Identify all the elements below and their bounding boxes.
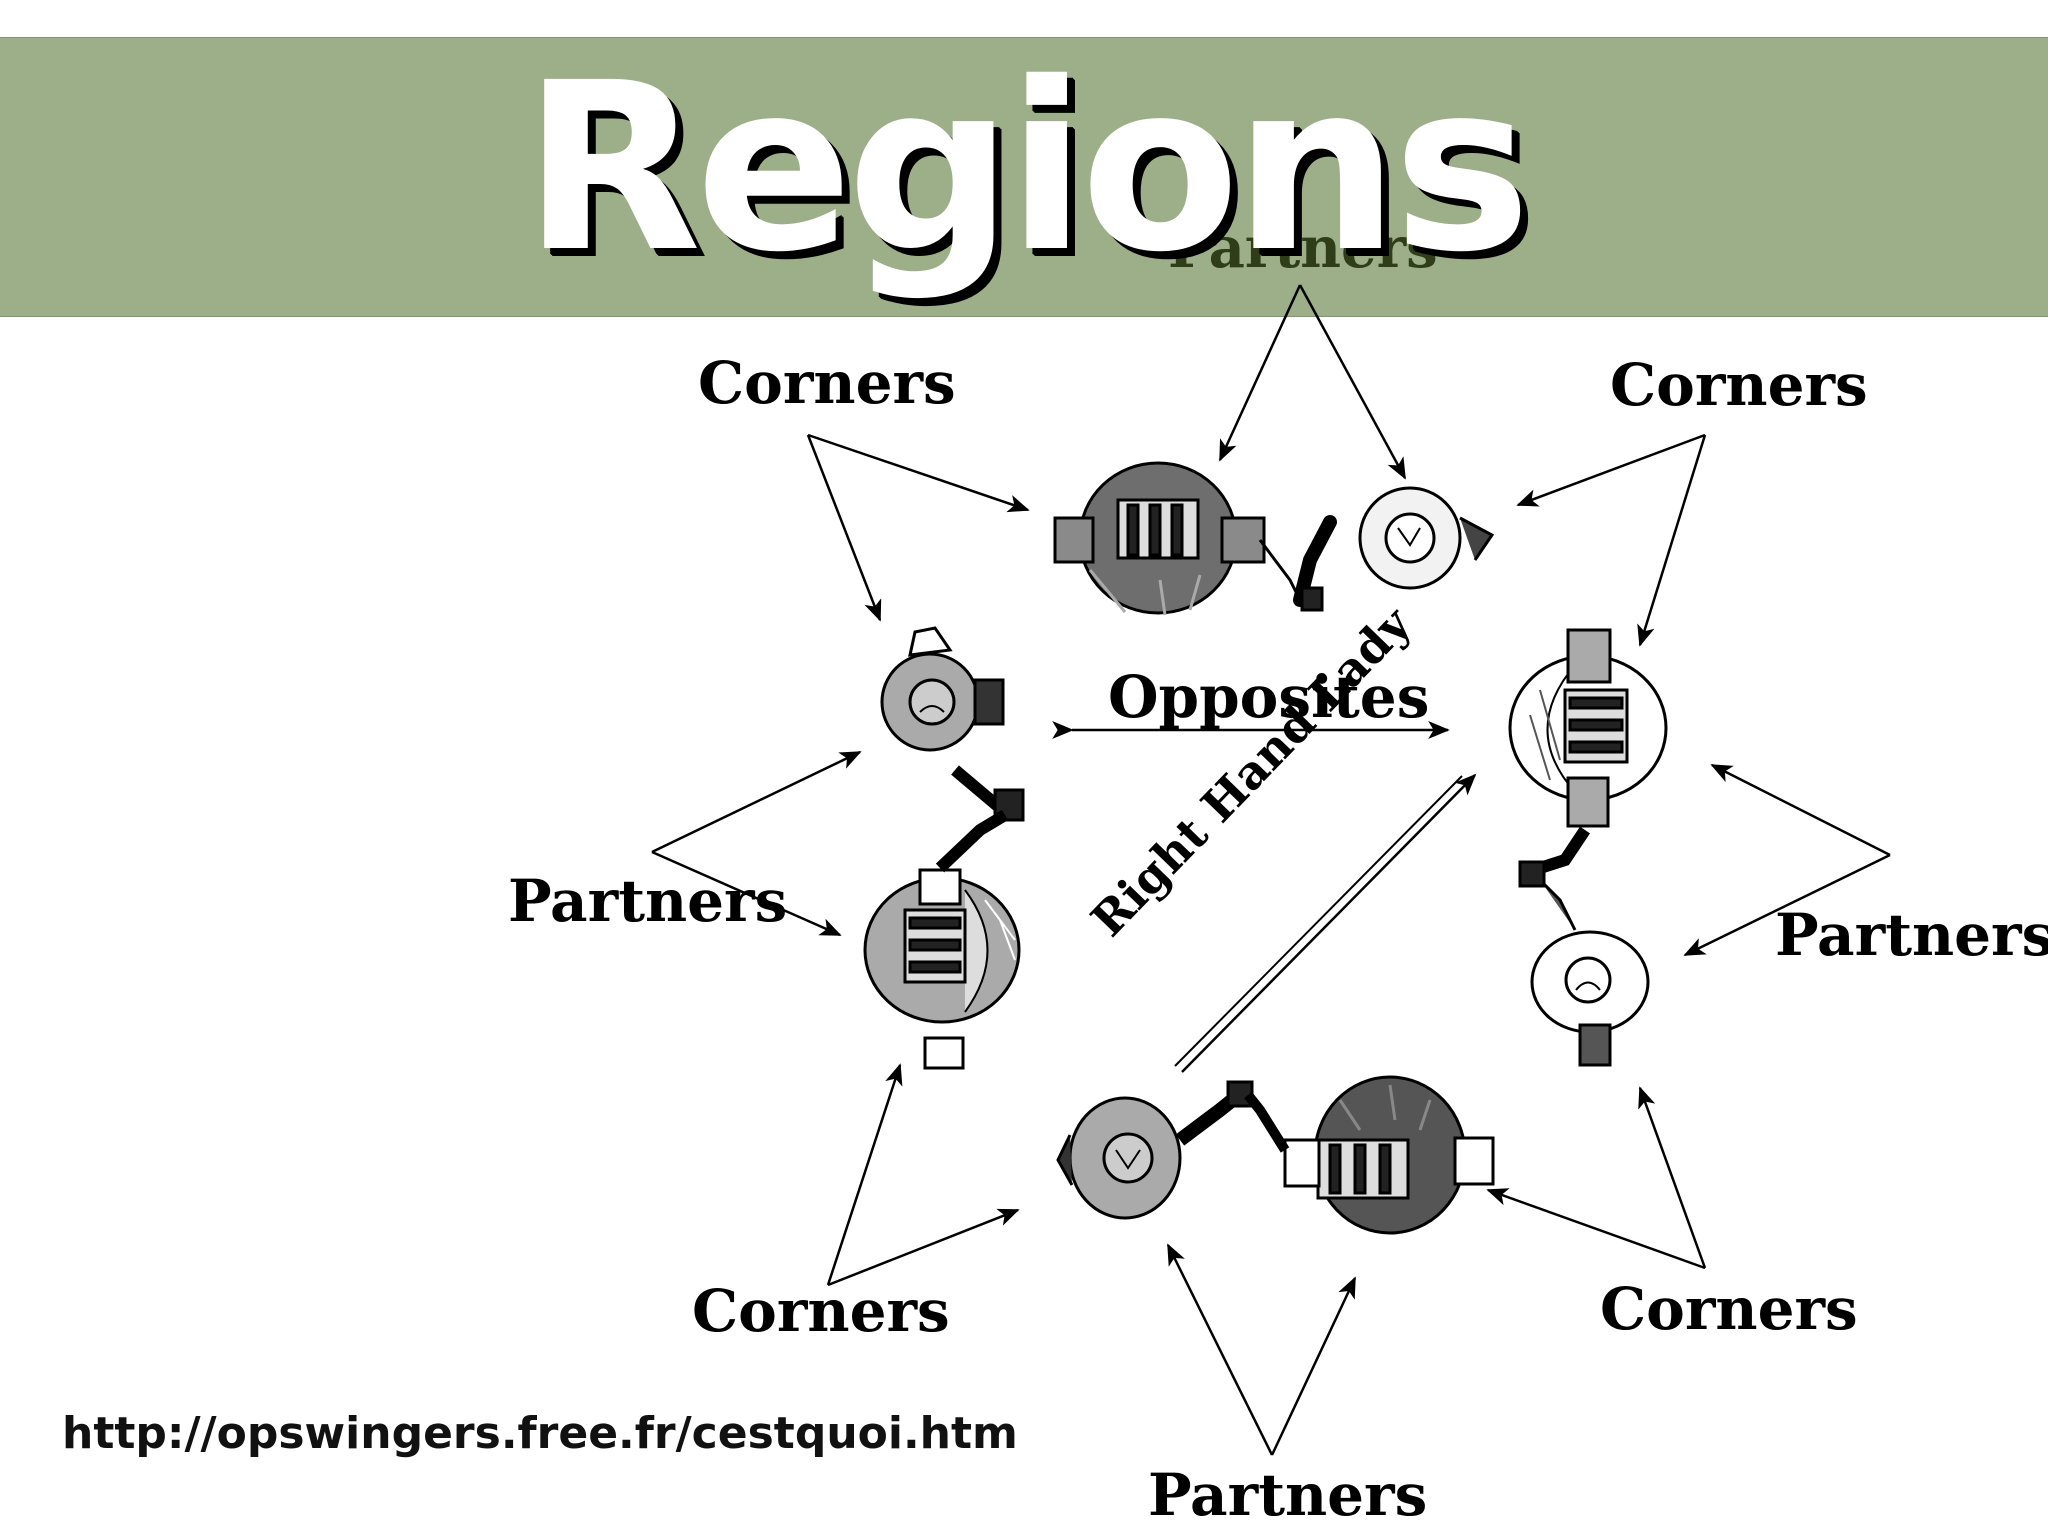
label-corners-bottom-right: Corners: [1600, 1275, 1858, 1343]
arrow-bl-corner-2: [826, 1063, 903, 1286]
label-partners-bottom: Partners: [1148, 1461, 1428, 1529]
slide-title: Regions: [522, 33, 1531, 303]
arrow-br-corner-2: [1638, 1086, 1707, 1269]
label-top-partners: Partners: [1168, 215, 1438, 281]
label-opposites: Opposites: [1108, 663, 1430, 731]
arrow-bottom-partner-1: [1166, 1243, 1274, 1456]
label-corners-top-left: Corners: [698, 349, 956, 417]
source-url[interactable]: http://opswingers.free.fr/cestquoi.htm: [62, 1408, 1018, 1459]
arrow-right-hand-lady: [1181, 773, 1477, 1073]
arrow-tl-corner-1: [807, 433, 1030, 513]
title-band: [0, 37, 2048, 317]
arrow-tl-corner-2: [806, 434, 882, 622]
dancer-bottom-man: [1244, 1075, 1495, 1235]
label-partners-left: Partners: [508, 867, 788, 935]
label-corners-top-right: Corners: [1610, 351, 1868, 419]
label-partners-right: Partners: [1775, 901, 2048, 969]
dancer-right-lady: [1518, 860, 1650, 1067]
arrow-left-partner-1: [651, 750, 862, 854]
dancer-left-lady: [880, 626, 1025, 822]
arrows: [651, 284, 1891, 1456]
arrow-top-partner-right: [1298, 284, 1407, 480]
dancer-left-man: [863, 809, 1021, 1070]
arrow-tr-corner-2: [1637, 434, 1707, 647]
arrow-right-partner-1: [1710, 763, 1891, 857]
arrow-br-corner-1: [1486, 1188, 1706, 1270]
arrow-bottom-partner-2: [1270, 1276, 1357, 1456]
dancer-top-man: [1053, 461, 1302, 616]
arrow-tr-corner-1: [1516, 433, 1706, 507]
label-corners-bottom-left: Corners: [692, 1277, 950, 1345]
dancer-bottom-lady: [1056, 1080, 1254, 1220]
arrow-right-partner-2: [1683, 853, 1891, 957]
arrow-left-partner-2: [651, 850, 842, 937]
dancer-top-lady: [1293, 486, 1495, 612]
arrow-top-partner-left: [1218, 284, 1302, 462]
dancer-right-man: [1508, 628, 1668, 874]
arrow-bl-corner-1: [827, 1208, 1020, 1287]
